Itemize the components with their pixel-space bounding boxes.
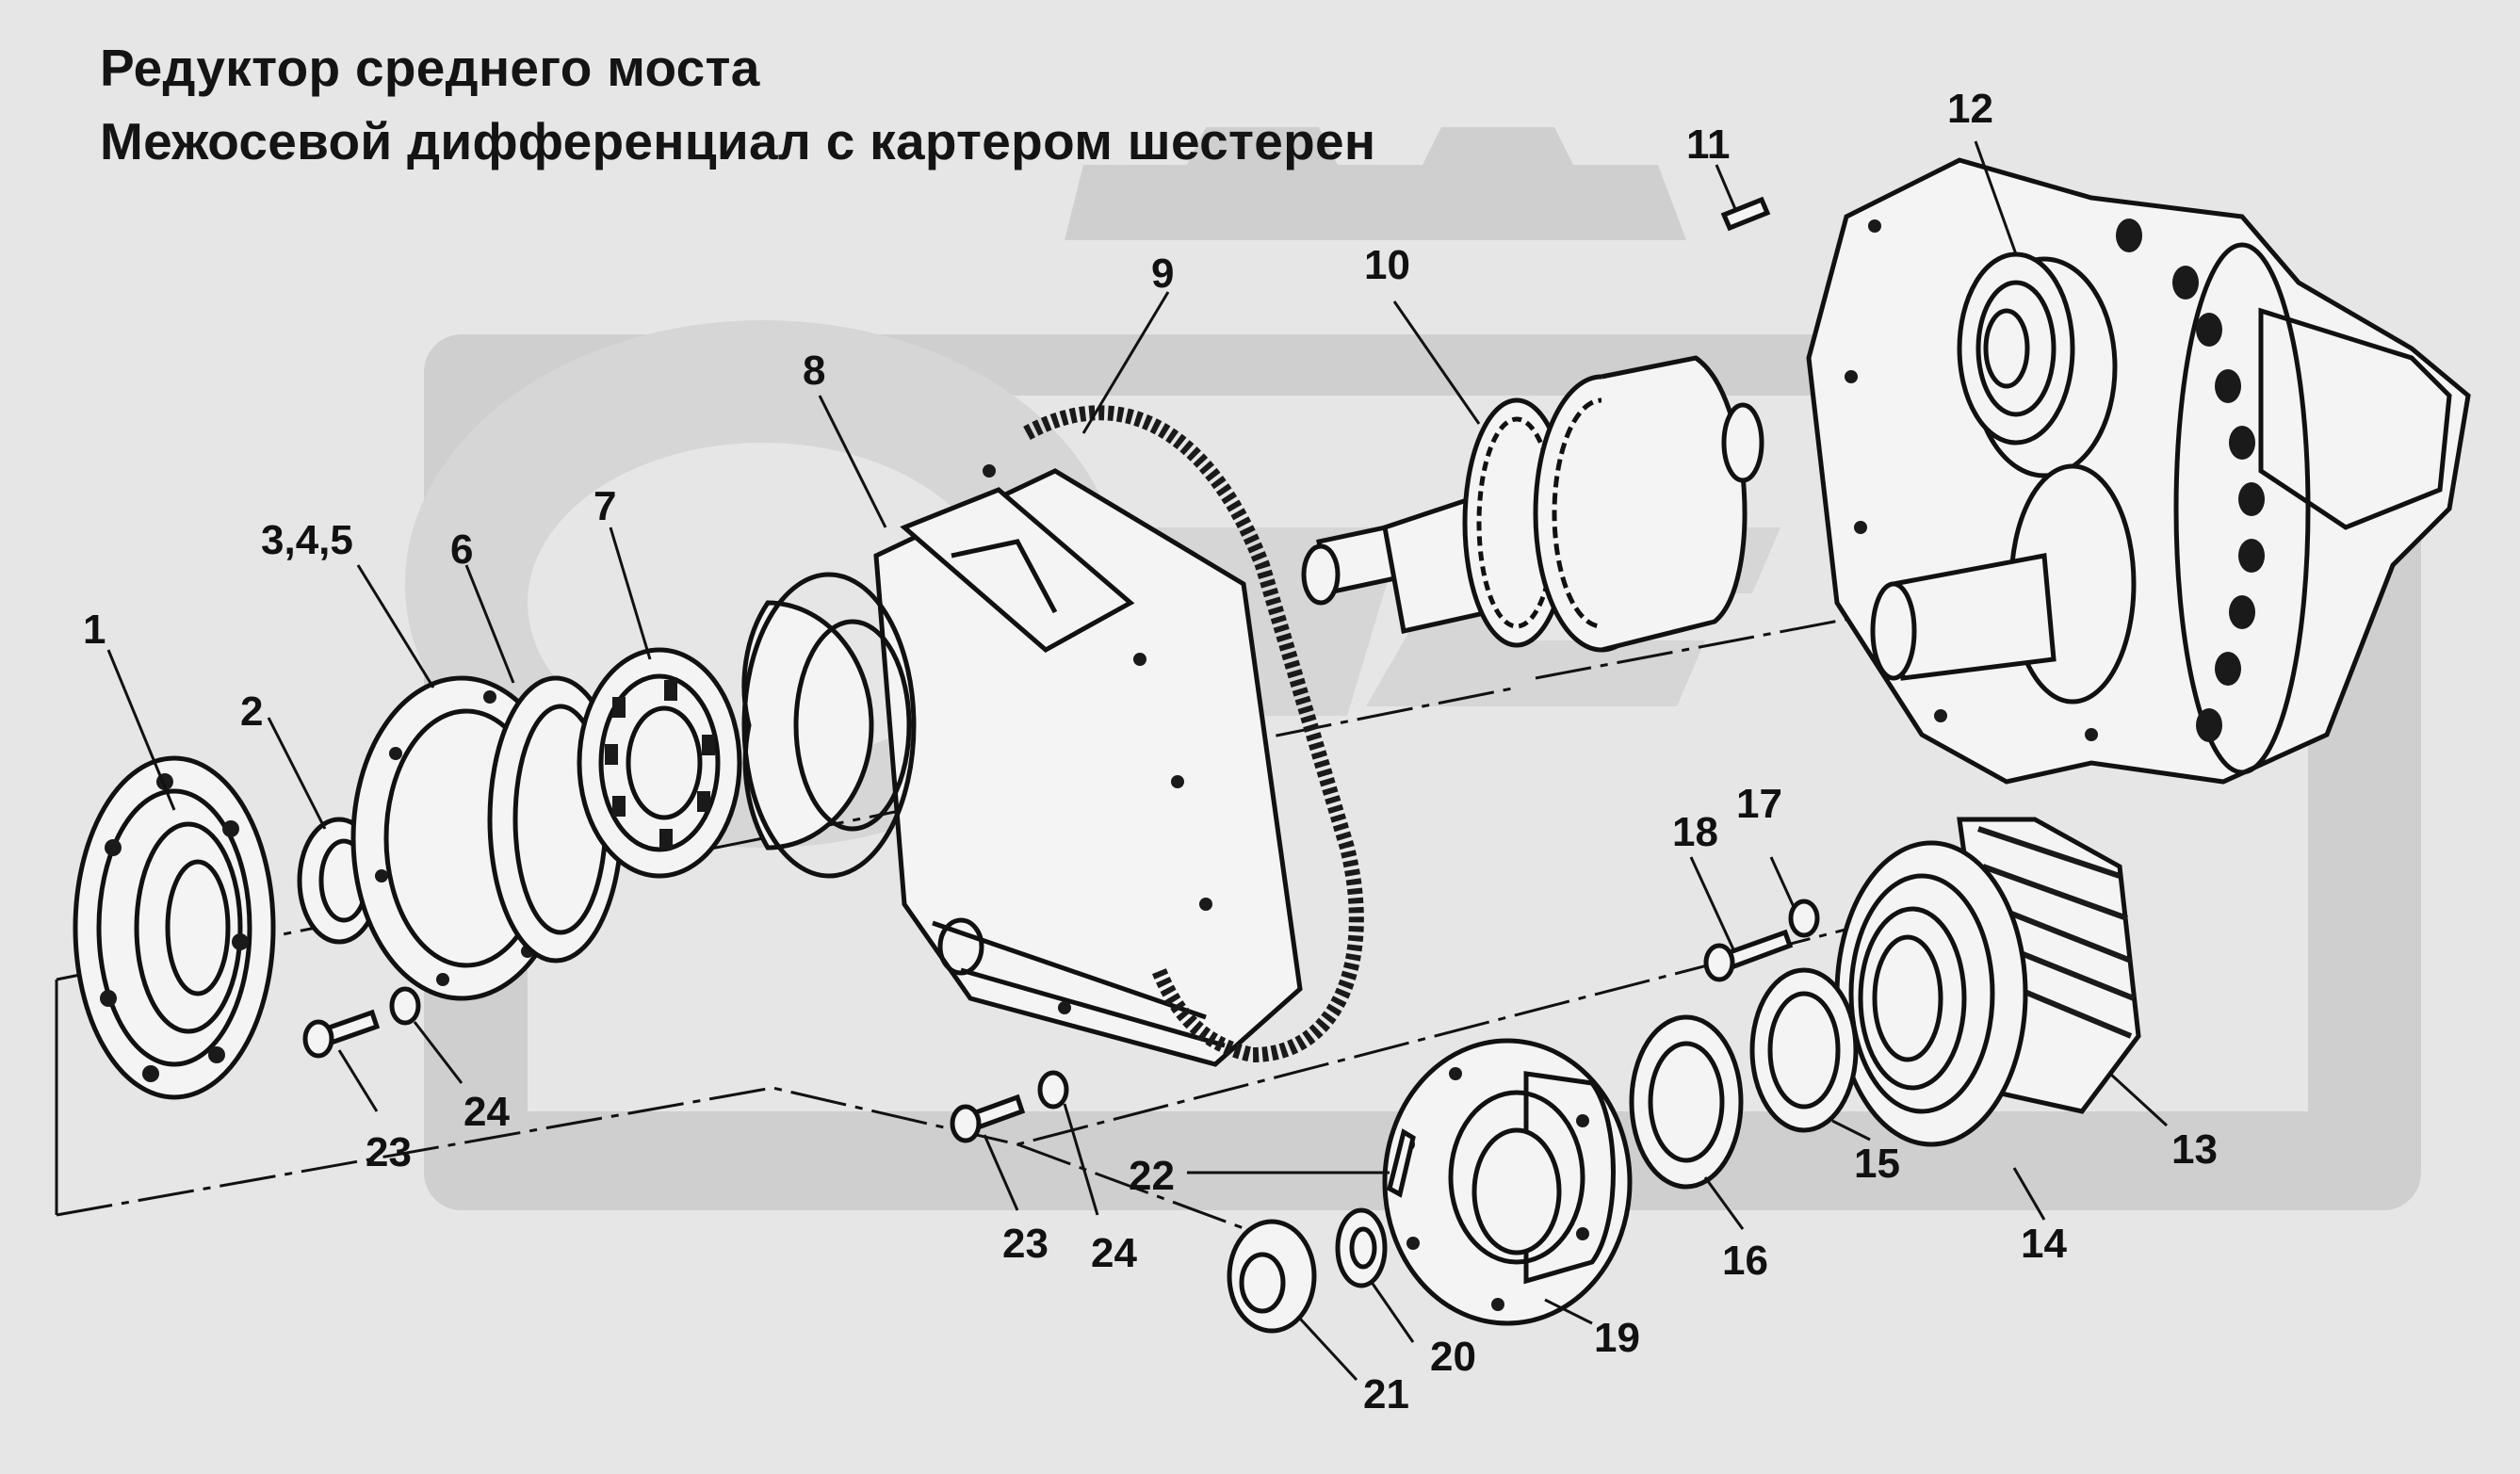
callout-13: 13 <box>2171 1126 2218 1173</box>
callout-17: 17 <box>1736 781 1782 827</box>
part-11-stud <box>1720 196 1771 232</box>
part-17-washer <box>1788 899 1820 938</box>
callout-12: 12 <box>1947 86 1993 132</box>
part-14-bearing-cover <box>1834 840 2028 1147</box>
callout-19: 19 <box>1594 1315 1640 1361</box>
part-23-bolt-b <box>950 1093 1026 1143</box>
part-15-seal <box>1749 967 1859 1133</box>
callout-8: 8 <box>803 348 825 394</box>
callout-6: 6 <box>450 526 473 573</box>
callout-16: 16 <box>1722 1238 1768 1284</box>
callout-24-left: 24 <box>463 1089 510 1135</box>
part-8-gear-housing <box>741 464 1303 1067</box>
part-16-seal <box>1629 1014 1744 1190</box>
callout-2: 2 <box>240 688 263 735</box>
diagram-title-line-2: Межосевой дифференциал с картером шестер… <box>100 112 1376 170</box>
callout-labels: 1 2 3,4,5 6 7 8 9 10 11 12 13 14 15 16 1… <box>83 86 2218 1417</box>
callout-21: 21 <box>1363 1371 1409 1417</box>
callout-23-left: 23 <box>366 1129 412 1175</box>
part-23-bolt-a <box>302 1009 381 1059</box>
callout-20: 20 <box>1430 1334 1476 1380</box>
part-22-cotter-pin <box>1387 1128 1416 1198</box>
callout-9: 9 <box>1151 251 1174 297</box>
callout-7: 7 <box>593 483 616 529</box>
part-19-output-flange <box>1382 1038 1633 1326</box>
callout-11: 11 <box>1686 121 1731 168</box>
part-18-bolt <box>1703 929 1794 982</box>
callout-24-center: 24 <box>1091 1230 1137 1276</box>
part-24-washer-b <box>1037 1070 1069 1110</box>
callout-23-center: 23 <box>1002 1221 1049 1267</box>
part-9-housing-gasket <box>1023 405 1364 1063</box>
callout-3-4-5: 3,4,5 <box>261 517 353 563</box>
callout-22: 22 <box>1129 1153 1175 1199</box>
callout-15: 15 <box>1854 1141 1900 1187</box>
part-21-nut <box>1227 1219 1317 1334</box>
callout-10: 10 <box>1364 242 1410 288</box>
leader-lines <box>106 140 2169 1382</box>
part-10-interaxle-differential <box>1301 355 1764 653</box>
callout-14: 14 <box>2021 1221 2067 1267</box>
callout-18: 18 <box>1672 809 1718 855</box>
part-7-roller-bearing <box>577 647 742 879</box>
part-12-reducer-housing <box>1806 157 2471 785</box>
callout-1: 1 <box>83 607 106 653</box>
part-20-lock-washer <box>1335 1207 1388 1288</box>
part-24-washer-a <box>389 986 421 1026</box>
diagram-title-line-1: Редуктор среднего моста <box>100 39 760 97</box>
